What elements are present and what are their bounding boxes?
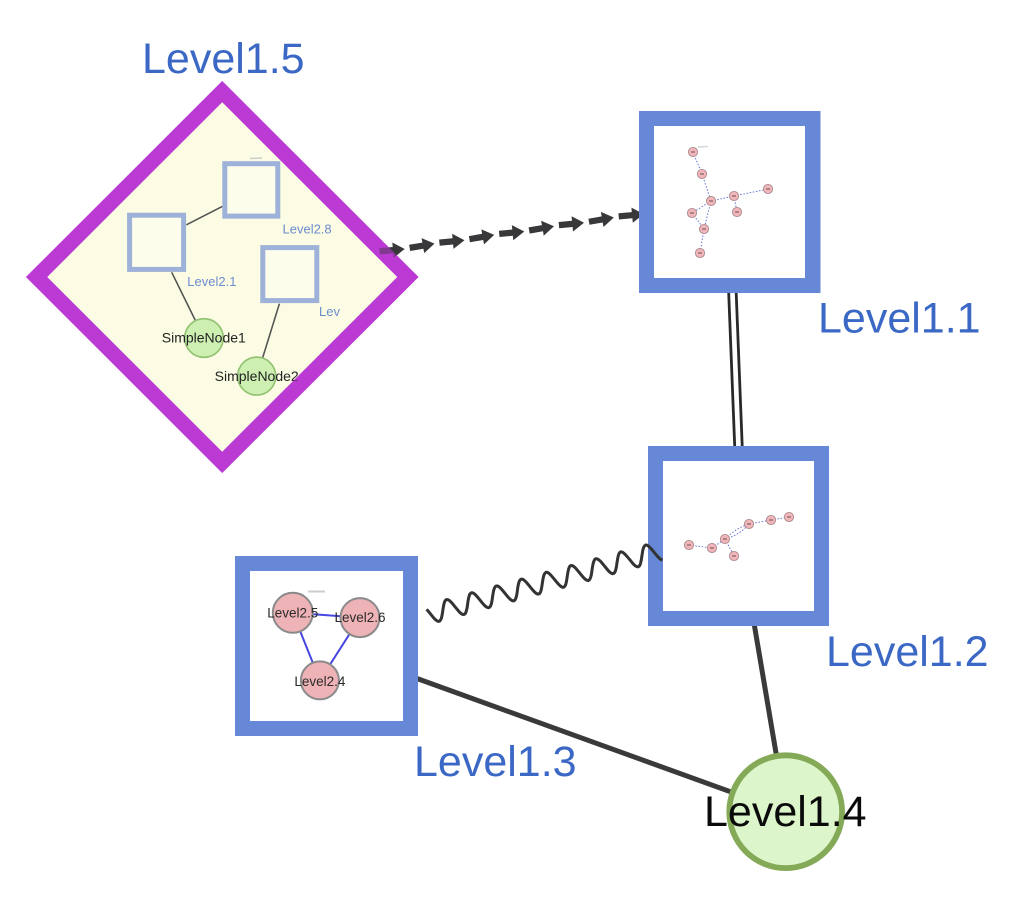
svg-text:Level1.5: Level1.5 [142,35,305,83]
svg-text:Level2.6: Level2.6 [334,610,385,625]
svg-text:SimpleNode2: SimpleNode2 [215,368,299,384]
svg-text:Level2.8: Level2.8 [283,222,332,237]
svg-text:Level1.3: Level1.3 [414,738,577,786]
svg-text:Level1.1: Level1.1 [818,295,981,343]
svg-text:Level1.2: Level1.2 [826,628,989,676]
svg-text:Level2.5: Level2.5 [267,605,318,620]
svg-text:Lev: Lev [319,304,340,319]
svg-text:Level2.4: Level2.4 [294,674,346,689]
svg-text:SimpleNode1: SimpleNode1 [162,330,246,346]
svg-text:Level1.4: Level1.4 [704,788,867,836]
svg-text:Level2.1: Level2.1 [187,274,236,289]
